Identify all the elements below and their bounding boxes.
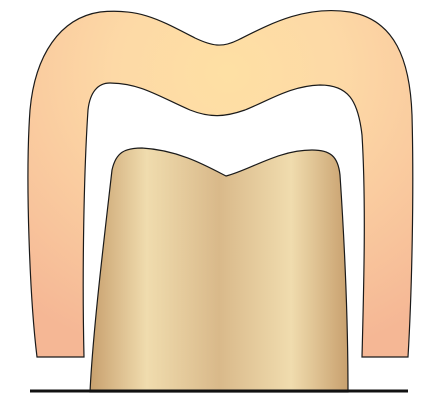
tooth-core xyxy=(90,148,348,392)
